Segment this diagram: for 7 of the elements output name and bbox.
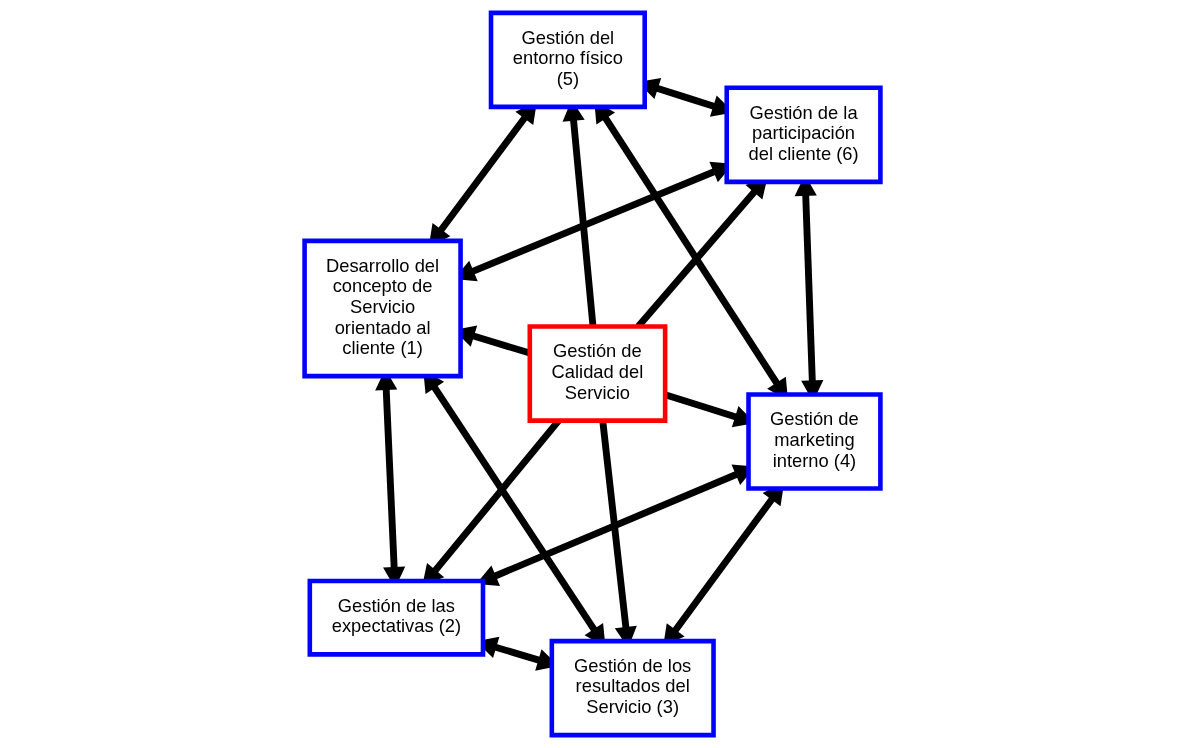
node-box: Gestión del entorno físico (5) bbox=[488, 10, 647, 110]
node-box: Gestión de las expectativas (2) bbox=[307, 578, 486, 657]
node-box: Gestión de Calidad del Servicio bbox=[527, 324, 668, 423]
node-box: Gestión de la participación del cliente (6) bbox=[724, 85, 883, 185]
node-box: Desarrollo del concepto de Servicio orientado al cliente (1) bbox=[302, 238, 463, 379]
node-box: Gestión de los resultados del Servicio (3) bbox=[549, 638, 716, 738]
node-box: Gestión de marketing interno (4) bbox=[746, 392, 883, 491]
